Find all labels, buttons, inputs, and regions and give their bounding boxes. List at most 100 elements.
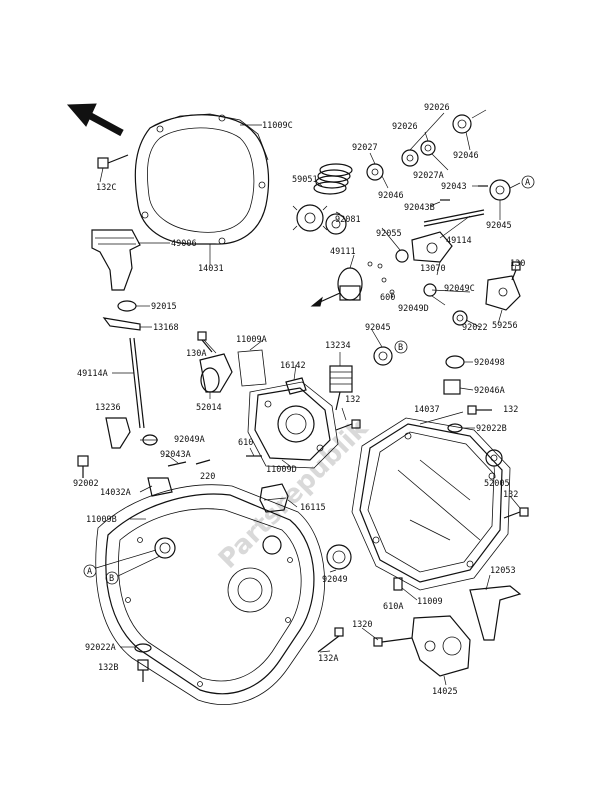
shaft-49114 xyxy=(423,209,485,227)
label-92022a: 92022A xyxy=(85,643,116,653)
bolt-132b xyxy=(137,659,149,682)
label-14031: 14031 xyxy=(198,264,224,274)
label-132-center: 132 xyxy=(345,395,360,405)
gasket-11009b xyxy=(95,484,325,705)
label-92049c: 92049C xyxy=(444,284,475,294)
label-49006: 49006 xyxy=(171,239,197,249)
lever-13168 xyxy=(102,317,141,331)
label-13234: 13234 xyxy=(325,341,351,351)
label-92045-center: 92045 xyxy=(365,323,391,333)
label-11009a: 11009A xyxy=(236,335,267,345)
bolt-130 xyxy=(511,261,521,281)
label-14025: 14025 xyxy=(432,687,458,697)
spring-92081 xyxy=(313,163,353,195)
label-59256: 59256 xyxy=(492,321,518,331)
oil-seal-52005 xyxy=(485,449,503,467)
shaft-49114a xyxy=(129,337,145,429)
bolt-132a xyxy=(317,627,344,653)
bolt-132c xyxy=(97,154,129,169)
label-11009d: 11009D xyxy=(266,465,297,475)
dowel-610a xyxy=(393,577,403,591)
label-52005: 52005 xyxy=(484,479,510,489)
label-1320: 1320 xyxy=(352,620,372,630)
label-92026-top: 92026 xyxy=(424,103,450,113)
washer-92022b xyxy=(447,423,463,433)
plate-14025 xyxy=(411,615,471,677)
impeller-shaft-49111 xyxy=(310,267,363,307)
bolt-132-right xyxy=(467,405,492,415)
label-130a: 130A xyxy=(186,349,206,359)
label-92022: 92022 xyxy=(462,323,488,333)
part-labels: 11009C 132C 49006 14031 92015 13168 4911… xyxy=(73,103,525,697)
seal-92015 xyxy=(117,300,137,312)
label-132-lower-right: 132 xyxy=(503,490,518,500)
oil-seal-92022 xyxy=(452,310,468,326)
label-14032a: 14032A xyxy=(100,488,131,498)
label-130: 130 xyxy=(510,259,525,269)
crankcase-cover-left xyxy=(105,493,315,695)
label-132a: 132A xyxy=(318,654,338,664)
label-49111: 49111 xyxy=(330,247,356,257)
washer-92027 xyxy=(366,163,384,181)
water-pump-housing xyxy=(254,387,331,461)
gasket-11009 xyxy=(351,417,511,591)
label-13168: 13168 xyxy=(153,323,179,333)
screw-220 xyxy=(195,459,211,465)
svg-text:A: A xyxy=(87,567,92,577)
label-132c: 132C xyxy=(96,183,116,193)
fitting-52014 xyxy=(199,353,233,393)
label-13236: 13236 xyxy=(95,403,121,413)
impeller-13070 xyxy=(411,231,453,263)
lever-13236 xyxy=(105,417,131,449)
label-92043: 92043 xyxy=(441,182,467,192)
label-92015: 92015 xyxy=(151,302,177,312)
gear-92046-mid xyxy=(325,213,347,235)
label-92022b: 92022B xyxy=(476,424,507,434)
seal-920498 xyxy=(445,355,465,369)
label-11009: 11009 xyxy=(417,597,443,607)
label-16142: 16142 xyxy=(280,361,306,371)
plug-16115 xyxy=(259,483,289,513)
label-11009c: 11009C xyxy=(262,121,293,131)
label-92043b: 92043B xyxy=(404,203,435,213)
seal-92055 xyxy=(395,249,409,263)
label-92049d: 92049D xyxy=(398,304,429,314)
label-132-right: 132 xyxy=(503,405,518,415)
crankcase-cover-right xyxy=(359,423,503,583)
gear-92046-top xyxy=(452,109,487,134)
label-92055: 92055 xyxy=(376,229,402,239)
bolt-130a xyxy=(197,331,213,353)
label-14037: 14037 xyxy=(414,405,440,415)
gear-59051 xyxy=(292,204,328,232)
callout-a-left: A xyxy=(83,549,157,578)
washer-92026 xyxy=(401,149,419,167)
bracket-16142 xyxy=(285,377,307,395)
svg-text:A: A xyxy=(525,178,530,188)
label-92043a: 92043A xyxy=(160,450,191,460)
label-610: 610 xyxy=(238,438,253,448)
gasket-11009d xyxy=(247,381,339,469)
bracket-12053 xyxy=(469,585,522,641)
label-12053: 12053 xyxy=(490,566,516,576)
label-13070: 13070 xyxy=(420,264,446,274)
label-92027: 92027 xyxy=(352,143,378,153)
label-52014: 52014 xyxy=(196,403,222,413)
callout-b-left: B xyxy=(105,555,161,585)
label-59051: 59051 xyxy=(292,175,318,185)
leader-lines xyxy=(99,112,521,686)
plate-14032a xyxy=(147,477,173,497)
impeller-59256 xyxy=(485,275,521,311)
callout-b-mid: B xyxy=(394,340,408,354)
bolt-132-center xyxy=(335,419,361,431)
callout-a-top: A xyxy=(521,175,535,189)
label-92046-top: 92046 xyxy=(453,151,479,161)
label-92046a: 92046A xyxy=(474,386,505,396)
svg-text:B: B xyxy=(109,574,114,584)
label-92045-top: 92045 xyxy=(486,221,512,231)
label-49114a: 49114A xyxy=(77,369,108,379)
bearing-92049 xyxy=(326,544,352,570)
bearing-92045-top xyxy=(489,179,511,201)
bolt-1320 xyxy=(373,637,413,647)
bushing-92046a xyxy=(443,379,461,395)
